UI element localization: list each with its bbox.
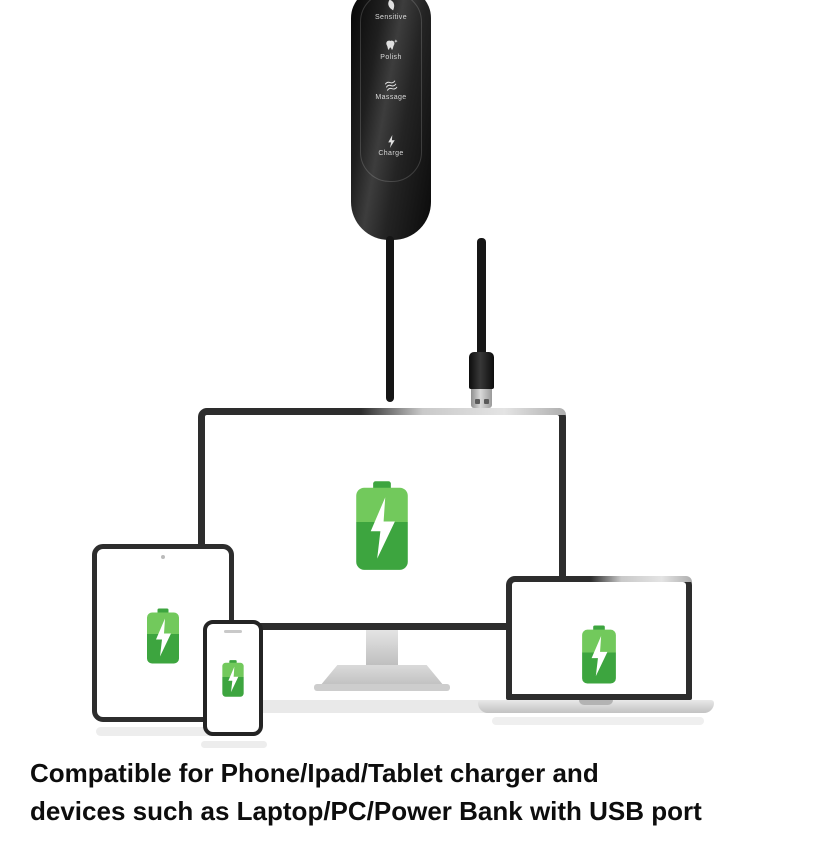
waves-icon <box>384 80 397 91</box>
mode-charge-label: Charge <box>378 150 404 157</box>
lightning-icon <box>387 135 395 148</box>
usb-hole <box>474 399 480 404</box>
electric-toothbrush: Sensitive Polish Massage <box>351 0 431 240</box>
tablet-shadow <box>96 727 244 736</box>
mode-massage-label: Massage <box>375 94 407 101</box>
usb-plug-metal-tip <box>471 389 492 408</box>
phone-shadow <box>201 741 267 748</box>
usb-cable <box>477 238 486 356</box>
battery-charging-icon <box>222 660 244 697</box>
charging-cable <box>386 236 394 402</box>
tablet <box>92 544 234 722</box>
desktop-monitor <box>198 408 566 630</box>
mode-charge: Charge <box>361 135 421 157</box>
toothbrush-mode-panel: Sensitive Polish Massage <box>360 0 422 182</box>
mode-massage: Massage <box>361 79 421 101</box>
usb-hole <box>483 399 489 404</box>
phone-speaker <box>224 630 242 633</box>
monitor-stand-base <box>320 665 444 686</box>
monitor-bezel-accent <box>360 408 566 415</box>
battery-charging-icon <box>582 625 616 684</box>
usb-plug-icon <box>469 352 494 389</box>
monitor-shadow <box>252 700 514 713</box>
leaf-icon <box>387 0 394 11</box>
battery-charging-icon <box>356 481 408 570</box>
laptop-base <box>478 700 714 713</box>
tablet-camera-dot <box>161 555 165 559</box>
caption-line-2: devices such as Laptop/PC/Power Bank wit… <box>30 796 702 826</box>
smartphone <box>203 620 263 736</box>
laptop-bezel-accent <box>591 576 692 582</box>
caption-line-1: Compatible for Phone/Ipad/Tablet charger… <box>30 758 599 788</box>
monitor-stand-neck <box>366 630 398 667</box>
battery-charging-icon <box>147 608 179 664</box>
laptop-shadow <box>492 717 704 725</box>
monitor-stand-plate <box>314 684 450 691</box>
laptop-base-notch <box>579 700 613 705</box>
mode-sensitive: Sensitive <box>361 0 421 21</box>
mode-sensitive-label: Sensitive <box>374 14 407 21</box>
mode-polish: Polish <box>361 39 421 61</box>
tooth-icon <box>385 39 398 50</box>
caption: Compatible for Phone/Ipad/Tablet charger… <box>30 754 702 830</box>
mode-polish-label: Polish <box>380 54 402 61</box>
laptop <box>506 576 692 700</box>
